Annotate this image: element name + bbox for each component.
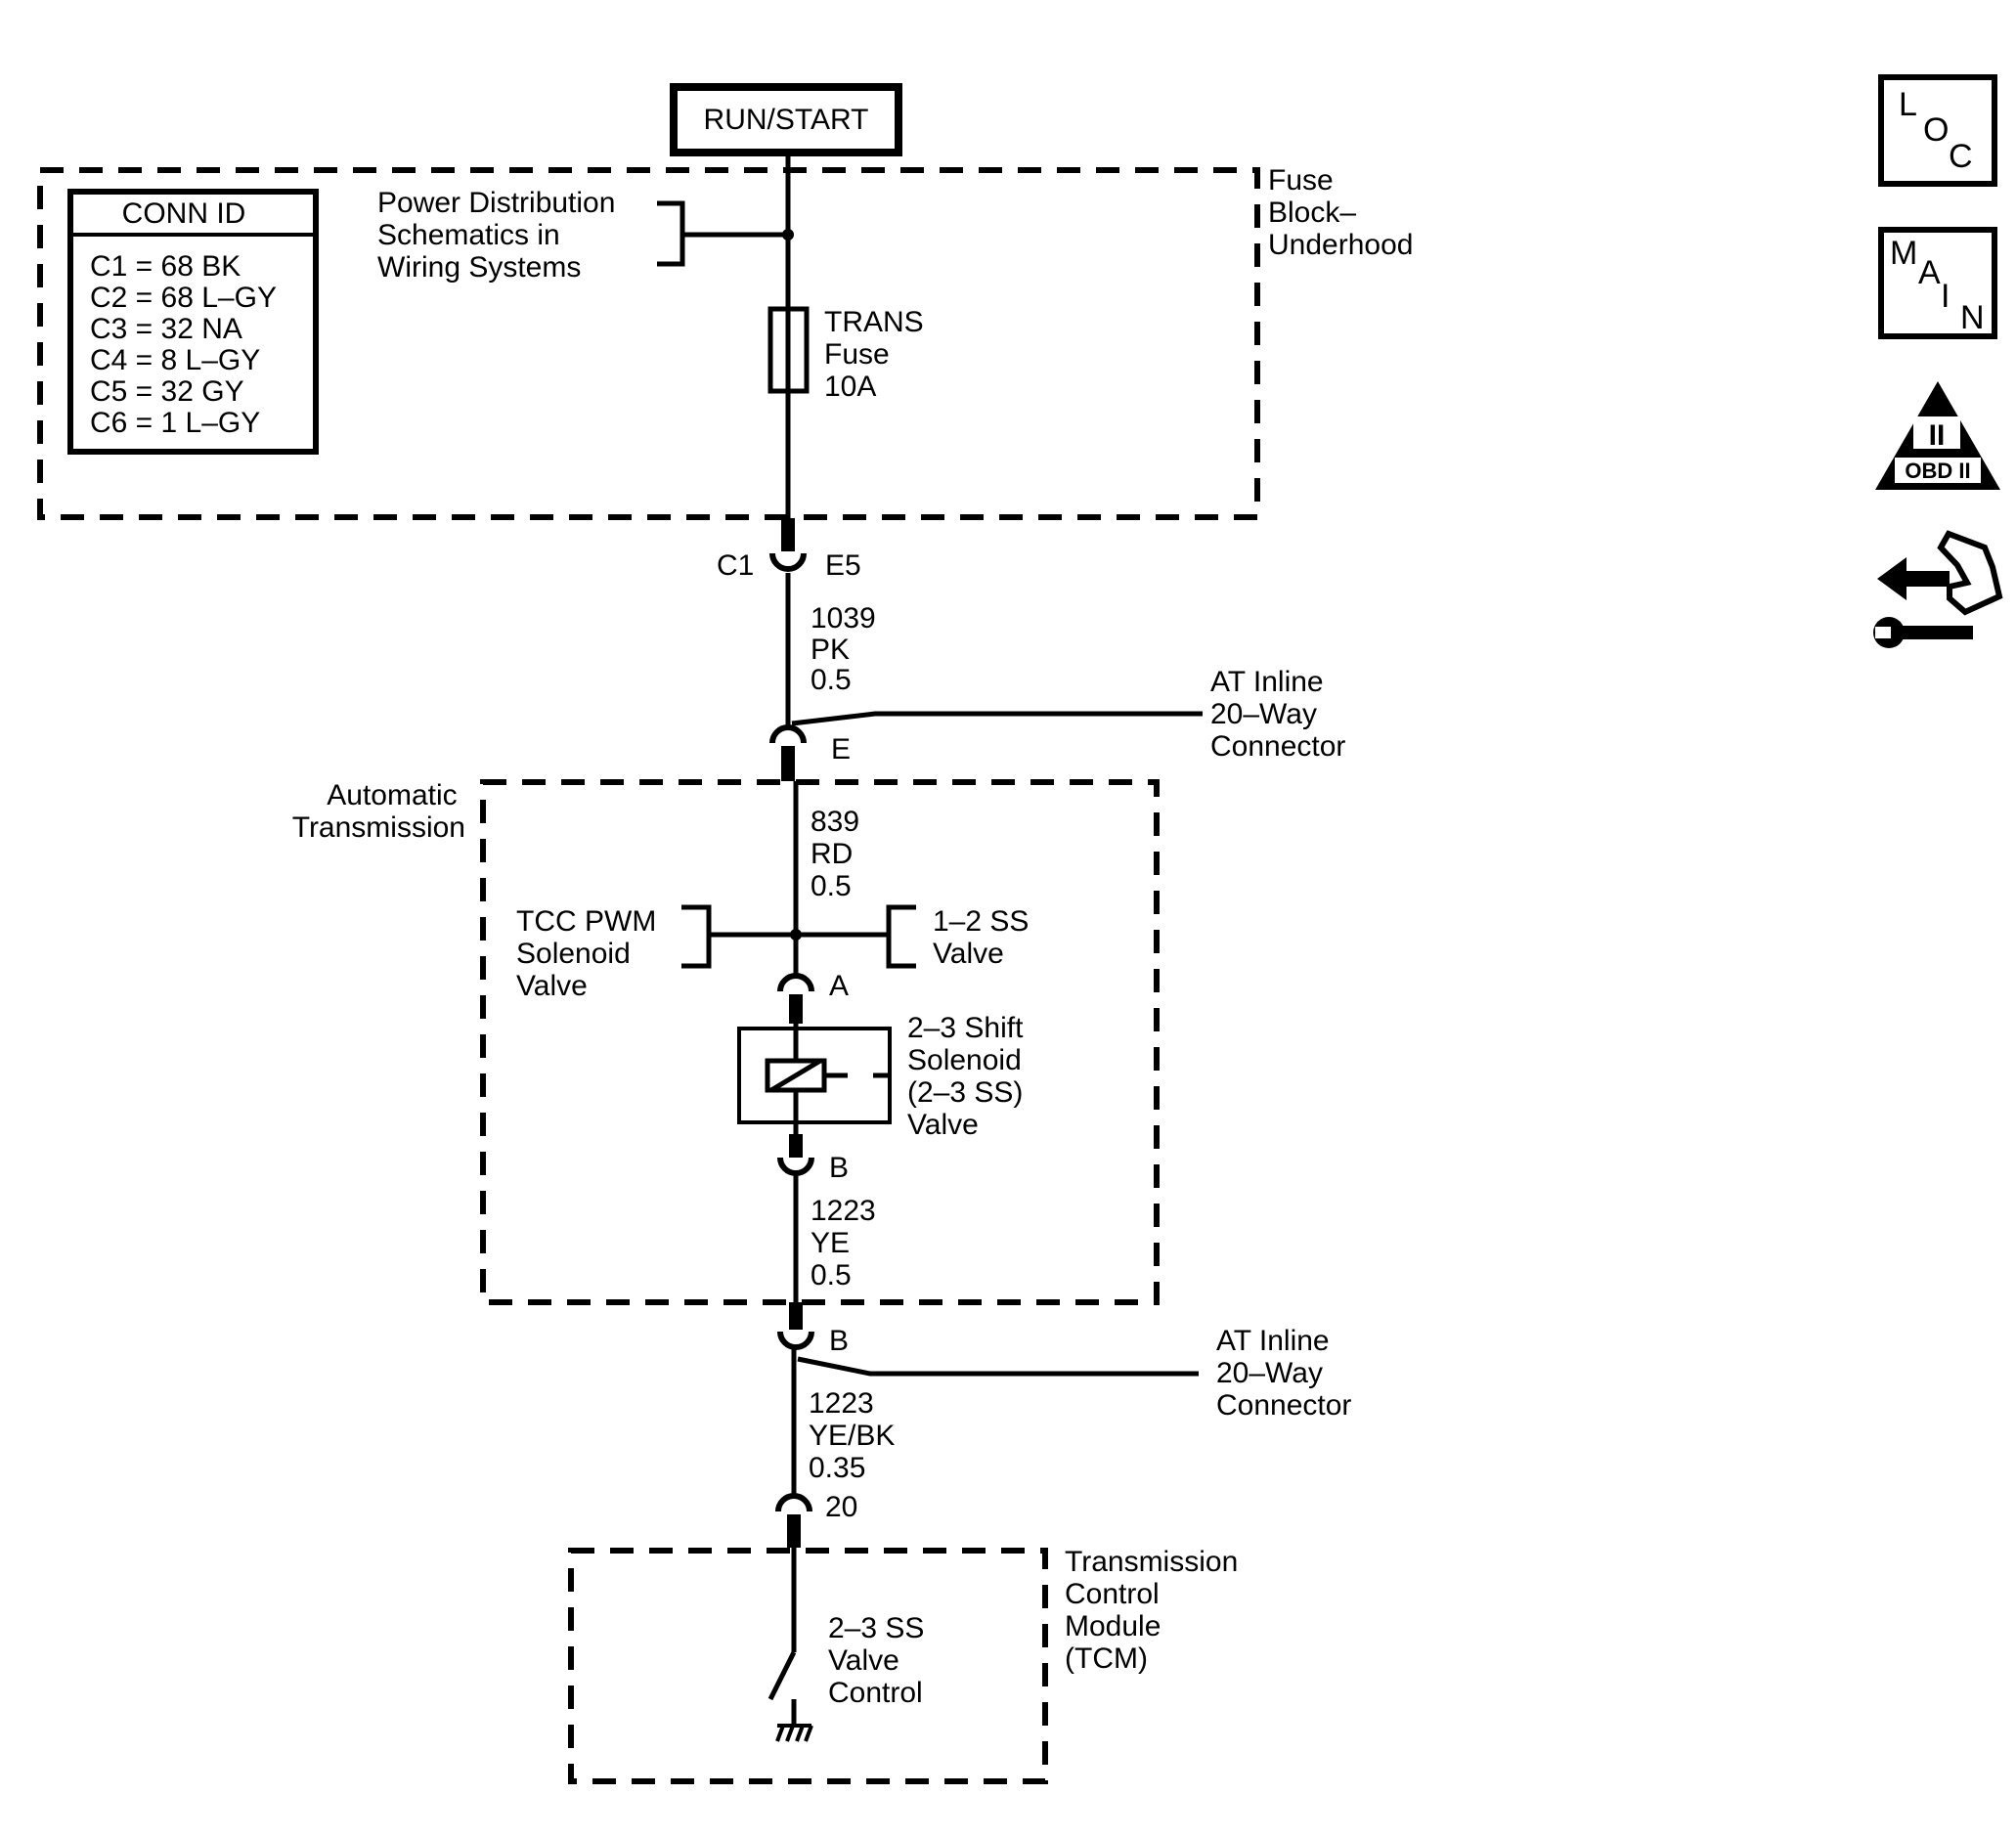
fuse-block-label: Fuse Block– Underhood [1268,164,1413,261]
inline-connector-2-leader [797,1356,1199,1377]
conn-id-title: CONN ID [122,197,246,230]
pin-b-connector [777,1157,814,1176]
wire-1223-yebk-label: 1223 YE/BK 0.35 [809,1387,903,1484]
conn-id-row: C6 = 1 L–GY [90,407,260,439]
solenoid-coil-slash [769,1058,822,1093]
tcc-pwm-label: TCC PWM Solenoid Valve [516,905,665,1002]
inline-connector-1-pin: E [831,733,851,766]
inline-connector-2 [777,1331,814,1350]
main-icon[interactable]: M A I N [1878,227,1997,339]
tcm-pin-label: 20 [825,1491,857,1523]
pin-b-label: B [829,1152,849,1184]
inline-connector-1 [769,724,807,744]
svg-text:M: M [1890,235,1917,272]
tcm-pin-connector [775,1493,812,1512]
arrows-wrench-icon[interactable] [1873,530,2003,648]
connector-c1-left: C1 [717,549,754,582]
ss12-label: 1–2 SS Valve [933,905,1037,970]
splice-dot [790,929,802,941]
transmission-label: Automatic Transmission [292,779,465,844]
power-source: RUN/START [670,83,902,156]
svg-text:II: II [1929,419,1946,452]
power-distribution-ref: Power Distribution Schematics in Wiring … [377,187,624,284]
obd-ii-icon[interactable]: II OBD II [1875,381,2000,490]
conn-id-row: C3 = 32 NA [90,313,242,345]
svg-text:OBD II: OBD II [1905,459,1970,483]
svg-text:O: O [1923,111,1949,149]
conn-id-row: C4 = 8 L–GY [90,344,260,376]
pin-b-stub [789,1134,803,1158]
svg-text:A: A [1918,254,1941,291]
inline-connector-2-pin: B [829,1325,849,1357]
valve-control-switch [767,1650,797,1701]
conn-id-row: C2 = 68 L–GY [90,282,277,314]
connector-c1 [769,552,807,572]
svg-text:L: L [1899,86,1917,123]
conn-id-table: CONN ID C1 = 68 BK C2 = 68 L–GY C3 = 32 … [67,189,319,455]
inline-connector-2-label: AT Inline 20–Way Connector [1216,1325,1351,1422]
wire-839-label: 839 RD 0.5 [811,806,867,902]
inline-connector-1-label: AT Inline 20–Way Connector [1210,666,1345,763]
connector-c1-stub [781,518,795,551]
transmission-outline [480,779,1160,1305]
ss12-bracket [886,904,916,969]
fuse-label: TRANS Fuse 10A [824,306,932,403]
svg-text:I: I [1941,278,1950,315]
tcm-outline [568,1548,1048,1784]
inline-connector-1-leader [791,711,1203,726]
reference-bracket [657,200,788,267]
svg-text:C: C [1949,138,1973,175]
wire-1039-label: 1039 PK 0.5 [811,602,884,696]
tcc-pwm-bracket [681,904,712,969]
chassis-ground-icon [775,1724,813,1742]
inline-connector-2-stub [789,1302,803,1330]
valve-control-label: 2–3 SS Valve Control [828,1612,933,1709]
shift-solenoid-label: 2–3 Shift Solenoid (2–3 SS) Valve [907,1012,1031,1141]
pin-a-label: A [829,970,849,1002]
fuse-block-outline [37,167,1260,520]
tcm-label: Transmission Control Module (TCM) [1065,1546,1247,1675]
power-source-label: RUN/START [704,104,869,136]
conn-id-row: C5 = 32 GY [90,375,244,408]
pin-a-connector [777,973,814,992]
loc-icon[interactable]: L O C [1878,74,1997,187]
conn-id-row: C1 = 68 BK [90,250,241,283]
tcm-pin-stub [787,1514,801,1548]
pin-a-stub [789,994,803,1024]
inline-connector-1-stub [781,746,795,781]
svg-text:N: N [1960,299,1985,336]
connector-c1-right: E5 [825,549,861,582]
wire-1223-ye-label: 1223 YE 0.5 [811,1195,884,1292]
